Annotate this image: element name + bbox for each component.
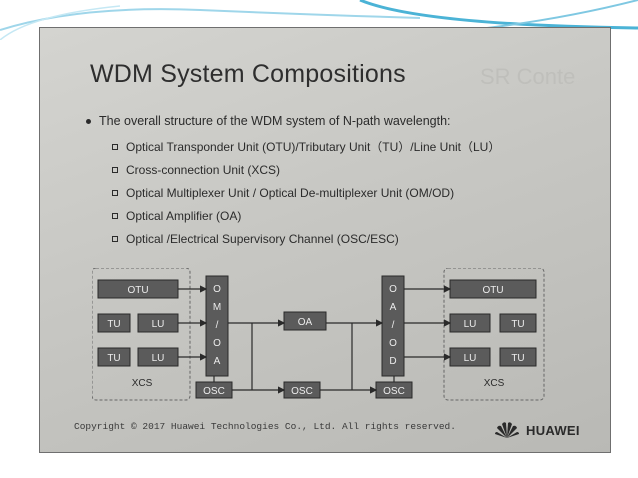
wdm-diagram: OTU TU LU TU LU XCS O M / O A OA O A / O… bbox=[92, 268, 545, 401]
tu-right-b bbox=[499, 347, 537, 367]
list-item: Optical Transponder Unit (OTU)/Tributary… bbox=[112, 135, 500, 158]
lu-right-a-label: LU bbox=[464, 319, 477, 330]
osc-right-label: OSC bbox=[383, 386, 405, 397]
tu-right-a-label: TU bbox=[511, 319, 524, 330]
oa-label: OA bbox=[298, 317, 313, 328]
list-item: Optical /Electrical Supervisory Channel … bbox=[112, 227, 500, 250]
oa-od-letter: O bbox=[389, 338, 397, 349]
background-title: SR Conte bbox=[480, 64, 576, 89]
square-bullet-icon bbox=[112, 143, 118, 150]
tu-left-a bbox=[97, 313, 131, 333]
om-oa-letter: O bbox=[213, 284, 221, 295]
square-bullet-icon bbox=[112, 189, 118, 196]
decorative-swoosh bbox=[0, 0, 638, 40]
lu-right-b-label: LU bbox=[464, 353, 477, 364]
tu-right-b-label: TU bbox=[511, 353, 524, 364]
square-bullet-icon bbox=[112, 235, 118, 242]
osc-mid-label: OSC bbox=[291, 386, 313, 397]
lu-left-b-label: LU bbox=[152, 353, 165, 364]
xcs-left-group bbox=[92, 268, 191, 401]
square-bullet-icon bbox=[112, 212, 118, 219]
tu-left-b bbox=[97, 347, 131, 367]
square-bullet-icon bbox=[112, 166, 118, 173]
lead-bullet: The overall structure of the WDM system … bbox=[86, 114, 451, 128]
huawei-logo: HUAWEI bbox=[494, 420, 580, 440]
lu-left-a-label: LU bbox=[152, 319, 165, 330]
oa-od-letter: / bbox=[392, 320, 395, 331]
copyright-footer: Copyright © 2017 Huawei Technologies Co.… bbox=[74, 421, 456, 432]
tu-right-a bbox=[499, 313, 537, 333]
otu-right-label: OTU bbox=[482, 285, 503, 296]
slide-title: WDM System Compositions bbox=[90, 60, 406, 88]
logo-text: HUAWEI bbox=[526, 422, 580, 438]
list-item: Optical Multiplexer Unit / Optical De-mu… bbox=[112, 181, 500, 204]
list-item: Optical Amplifier (OA) bbox=[112, 204, 500, 227]
slide-photo: SR Conte WDM System Compositions The ove… bbox=[40, 28, 610, 452]
lead-text: The overall structure of the WDM system … bbox=[99, 114, 451, 128]
om-oa-letter: A bbox=[214, 356, 221, 367]
bullet-dot-icon bbox=[86, 118, 91, 124]
oa-od-letter: A bbox=[390, 302, 397, 313]
tu-left-a-label: TU bbox=[107, 319, 120, 330]
list-item: Cross-connection Unit (XCS) bbox=[112, 158, 500, 181]
otu-left-label: OTU bbox=[127, 285, 148, 296]
oa-od-letter: D bbox=[389, 356, 396, 367]
bullet-list: Optical Transponder Unit (OTU)/Tributary… bbox=[112, 135, 500, 250]
osc-left-label: OSC bbox=[203, 386, 225, 397]
xcs-right-group bbox=[443, 268, 545, 401]
huawei-flower-icon bbox=[495, 422, 519, 438]
xcs-right-label: XCS bbox=[484, 378, 505, 389]
oa-od-letter: O bbox=[389, 284, 397, 295]
om-oa-letter: / bbox=[216, 320, 219, 331]
tu-left-b-label: TU bbox=[107, 353, 120, 364]
xcs-left-label: XCS bbox=[132, 378, 153, 389]
om-oa-letter: M bbox=[213, 302, 221, 313]
om-oa-letter: O bbox=[213, 338, 221, 349]
